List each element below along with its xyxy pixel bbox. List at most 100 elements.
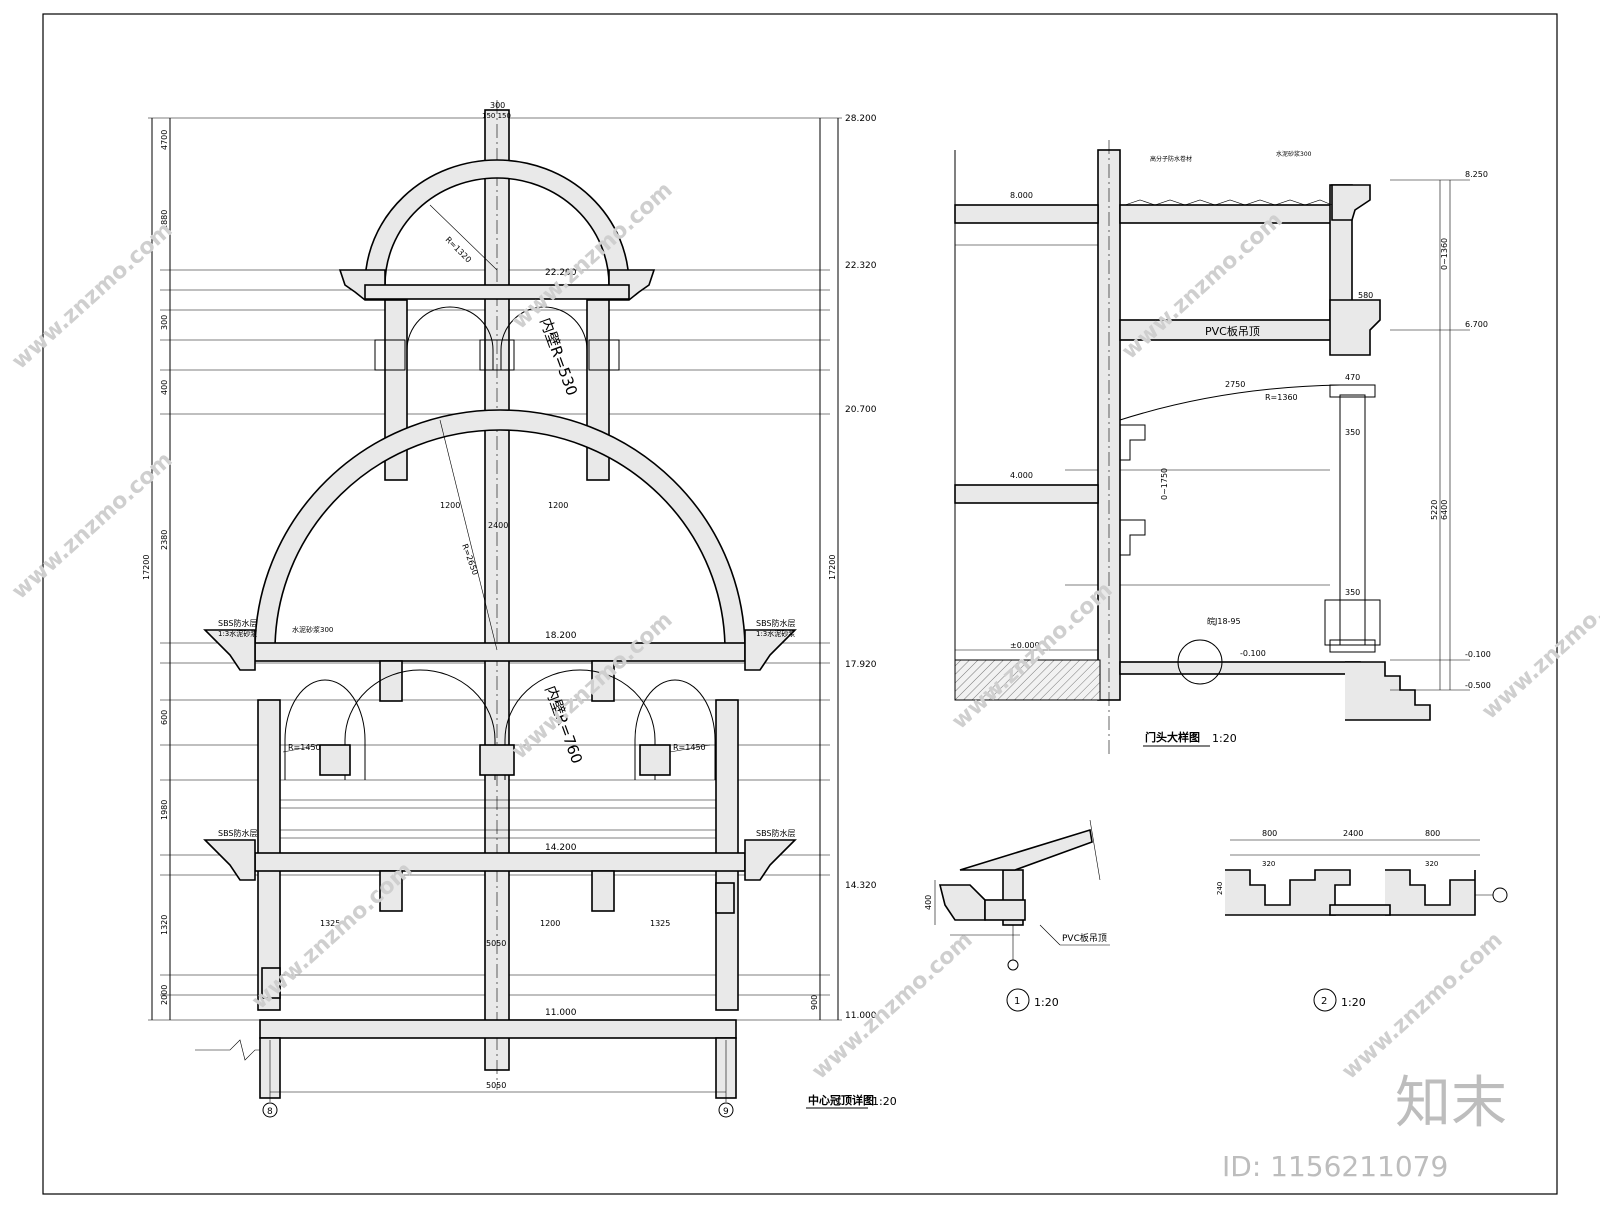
note-label: SBS防水层: [218, 618, 258, 628]
axis-label: 9: [723, 1107, 729, 1117]
dimension-label: 240: [1216, 882, 1224, 895]
brand-id: ID: 1156211079: [1222, 1150, 1448, 1183]
detail-1-scale: 1:20: [1034, 996, 1059, 1009]
detail-2-bubble: [1313, 988, 1337, 1012]
elevation-label: 14.320: [845, 881, 877, 891]
dimension-label: 350: [1345, 588, 1360, 597]
dimension-label: 4700: [160, 130, 169, 150]
dimension-label: 300: [490, 101, 505, 110]
radius-label: R=1450: [288, 743, 321, 752]
detail-2-drawing: [1225, 839, 1508, 1012]
dimension-label: 5050: [486, 1081, 506, 1090]
dimension-label: 350: [1345, 428, 1360, 437]
dimension-label: 300: [160, 315, 169, 330]
dimension-label: 1325: [320, 919, 340, 928]
dimension-label: 1880: [160, 210, 169, 230]
dimension-label: 2380: [160, 530, 169, 550]
detail-2-scale: 1:20: [1341, 996, 1366, 1009]
dimension-label: 2000: [160, 985, 169, 1005]
door-drawing-title: 门头大样图: [1145, 730, 1200, 744]
note-label: SBS防水层: [218, 828, 258, 838]
elevation-label: 11.000: [545, 1008, 577, 1018]
detail-1-number: 1: [1014, 996, 1020, 1007]
elevation-label: 11.000: [845, 1011, 877, 1021]
dimension-label: 580: [1358, 291, 1373, 300]
elevation-label: -0.100: [1465, 650, 1491, 659]
dimension-label: 2750: [1225, 380, 1245, 389]
watermark-text: www.znzmo.com: [1117, 208, 1287, 365]
elevation-label: 20.700: [845, 405, 877, 415]
watermark-text: www.znzmo.com: [947, 578, 1117, 735]
dimension-label: 1200: [540, 919, 560, 928]
elevation-label: 8.250: [1465, 170, 1488, 179]
main-drawing-title: 中心冠顶详图: [808, 1093, 874, 1107]
floor-level-label: 4.000: [1010, 471, 1033, 480]
dimension-label: 2400: [1343, 829, 1363, 838]
dimension-label: 6400: [1440, 500, 1449, 520]
axis-label: 8: [267, 1107, 273, 1117]
radius-label: R=1360: [1265, 393, 1298, 402]
dimension-label: 1200: [548, 501, 568, 510]
main-drawing-scale: 1:20: [872, 1095, 897, 1108]
reference-label: 皖J18-95: [1207, 616, 1241, 626]
elevation-label: -0.500: [1465, 681, 1491, 690]
dimension-label: 400: [160, 380, 169, 395]
dimension-label: 1200: [440, 501, 460, 510]
note-label: SBS防水层: [756, 618, 796, 628]
detail-1-drawing: [934, 819, 1110, 1012]
radius-label: R=1320: [444, 235, 473, 264]
ceiling-label: PVC板吊顶: [1205, 324, 1260, 338]
dimension-label: 320: [1425, 860, 1438, 868]
note-label: 水泥砂浆300: [1276, 150, 1312, 158]
detail-1-bubble: [1006, 988, 1030, 1012]
dimension-label: 1325: [650, 919, 670, 928]
brand-logo: 知末: [1395, 1071, 1507, 1136]
elevation-label: 28.200: [845, 114, 877, 124]
dimension-label: 2400: [488, 521, 508, 530]
note-label: 1:3水泥砂浆: [218, 629, 257, 638]
elevation-label: 18.200: [545, 631, 577, 641]
dimension-label: 400: [924, 895, 933, 910]
dimension-label: 17200: [142, 555, 151, 580]
elevation-label: 17.920: [845, 660, 877, 670]
ceiling-label: PVC板吊顶: [1062, 932, 1107, 944]
floor-level-label: -0.100: [1240, 649, 1266, 658]
door-head-drawing: [954, 140, 1470, 755]
door-drawing-scale: 1:20: [1212, 732, 1237, 745]
dimension-label: 600: [160, 710, 169, 725]
dimension-label: 900: [810, 995, 819, 1010]
dimension-label: 0~1750: [1160, 468, 1169, 500]
watermark-text: www.znzmo.com: [1477, 568, 1600, 725]
dimension-label: 0~1360: [1440, 238, 1449, 270]
dimension-label: 5220: [1430, 500, 1439, 520]
watermark-text: www.znzmo.com: [807, 928, 977, 1085]
elevation-label: 6.700: [1465, 320, 1488, 329]
radius-label: R=1450: [673, 743, 706, 752]
crown-section-drawing: [148, 100, 842, 1118]
floor-level-label: ±0.000: [1010, 641, 1040, 650]
dimension-label: 17200: [828, 555, 837, 580]
dimension-label: 800: [1262, 829, 1277, 838]
dimension-label: 1320: [160, 915, 169, 935]
sheet-border: [42, 13, 1558, 1195]
floor-level-label: 8.000: [1010, 191, 1033, 200]
elevation-label: 22.200: [545, 268, 577, 278]
elevation-label: 22.320: [845, 261, 877, 271]
inner-radius-label: 内壁R=530: [536, 315, 581, 398]
note-label: 高分子防水卷材: [1150, 155, 1192, 163]
elevation-label: 14.200: [545, 843, 577, 853]
dimension-label: 5050: [486, 939, 506, 948]
note-label: 水泥砂浆300: [292, 625, 333, 634]
dimension-label: 150 150: [482, 112, 511, 120]
radius-label: R=2650: [460, 543, 480, 577]
dimension-label: 1980: [160, 800, 169, 820]
dimension-label: 470: [1345, 373, 1360, 382]
axis-bubble-8: [262, 1102, 278, 1118]
detail-2-number: 2: [1321, 996, 1327, 1007]
axis-bubble-9: [718, 1102, 734, 1118]
note-label: 1:3水泥砂浆: [756, 629, 795, 638]
dimension-label: 320: [1262, 860, 1275, 868]
note-label: SBS防水层: [756, 828, 796, 838]
dimension-label: 800: [1425, 829, 1440, 838]
